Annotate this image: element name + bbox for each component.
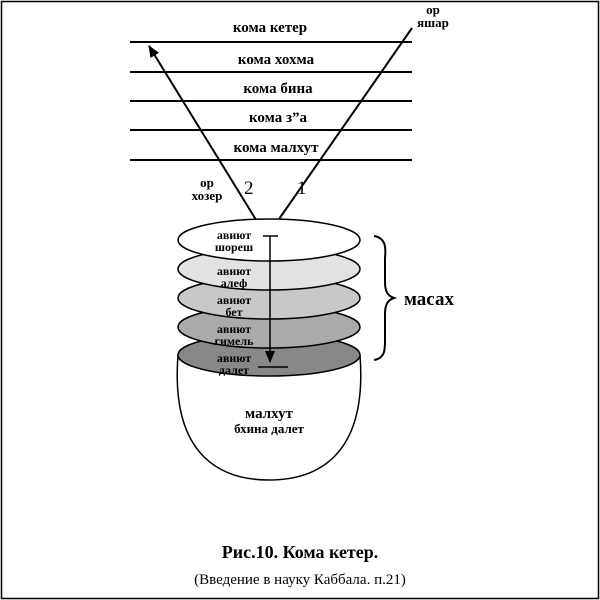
aviyut-alef-line2: алеф — [221, 276, 248, 290]
malkhut-vessel — [176, 354, 362, 481]
aviyut-dalet-line1: авиют — [217, 351, 251, 365]
direct-light-arrow — [269, 27, 413, 233]
level-label-bina: кома бина — [243, 81, 313, 97]
level-labels: кома кетер кома хохма кома бина кома з”а… — [233, 20, 319, 156]
or-yashar-label-line1: ор — [426, 2, 440, 17]
aviyut-bet-line1: авиют — [217, 293, 251, 307]
aviyut-bet-line2: бет — [225, 305, 242, 319]
masach-brace — [373, 235, 398, 361]
figure-caption-source: (Введение в науку Каббала. п.21) — [194, 572, 406, 588]
returning-light-arrow — [148, 45, 267, 237]
arrow-number-returning: 2 — [244, 178, 254, 199]
arrow-number-direct: 1 — [297, 178, 307, 199]
figure-caption-title: Рис.10. Кома кетер. — [222, 542, 379, 562]
level-label-hokhma: кома хохма — [238, 52, 315, 68]
or-hozer-label-line1: ор — [200, 175, 214, 190]
aviyut-shoresh-line1: авиют — [217, 228, 251, 242]
level-lines — [130, 41, 412, 161]
level-label-malkhut-level: кома малхут — [234, 140, 320, 156]
aviyut-labels: авиют шореш авиют алеф авиют бет авиют г… — [215, 228, 255, 377]
aviyut-dalet-line2: далет — [219, 363, 249, 377]
aviyut-gimel-line1: авиют — [217, 322, 251, 336]
aviyut-disc-shoresh — [177, 218, 361, 262]
malkhut-label-line2: бхина далет — [234, 421, 304, 436]
masach-label: масах — [404, 289, 454, 310]
level-label-keter: кома кетер — [233, 20, 307, 36]
aviyut-alef-line1: авиют — [217, 264, 251, 278]
malkhut-label-line1: малхут — [245, 406, 294, 422]
level-label-za: кома з”а — [249, 110, 308, 126]
aviyut-gimel-line2: гимель — [215, 334, 255, 348]
or-yashar-label-line2: яшар — [417, 15, 449, 30]
aviyut-discs — [177, 218, 361, 377]
aviyut-shoresh-line2: шореш — [215, 240, 253, 254]
or-hozer-label-line2: хозер — [192, 188, 223, 203]
